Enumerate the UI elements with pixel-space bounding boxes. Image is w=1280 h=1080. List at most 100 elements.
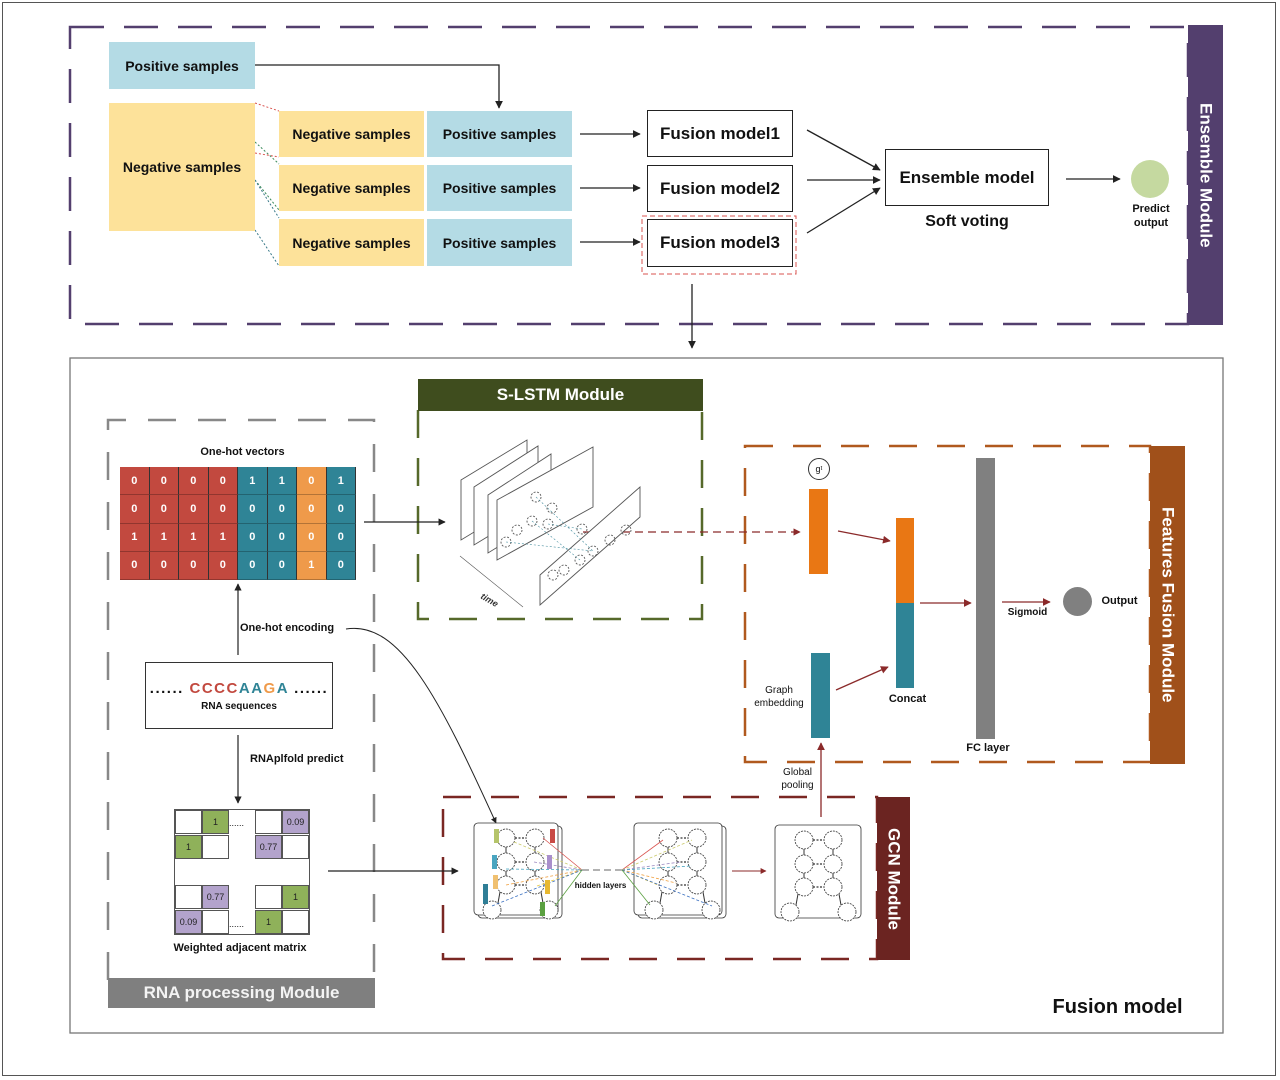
adjacency-cell: 1 (282, 885, 309, 909)
one-hot-cell: 1 (120, 523, 150, 552)
gcn-circle (794, 830, 814, 850)
adjacency-cell (202, 910, 229, 934)
ensemble-model-box: Ensemble model (885, 149, 1049, 206)
gcn-circle (780, 902, 800, 922)
one-hot-cell: 0 (326, 495, 356, 524)
row1-negative-samples: Negative samples (279, 111, 424, 157)
gcn-circle (687, 828, 707, 848)
rna-sequence: ...... CCCCAAGA ...... (146, 680, 332, 697)
gcn-circle (794, 854, 814, 874)
fusion-model-title: Fusion model (1052, 996, 1183, 1018)
fusion-model1-box: Fusion model1 (647, 110, 793, 157)
sequence-base: C (214, 680, 227, 697)
adjacency-cell (175, 810, 202, 834)
concat-label: Concat (888, 693, 927, 705)
concat-bar-graph (896, 603, 914, 688)
row2-negative-samples: Negative samples (279, 165, 424, 211)
sigmoid-label: Sigmoid (1007, 607, 1048, 618)
one-hot-cell: 0 (120, 495, 150, 524)
matrix-ellipsis: ...... (229, 818, 245, 828)
output-label: Output (1101, 595, 1138, 607)
adjacency-cell (175, 885, 202, 909)
gcn-circle (701, 900, 721, 920)
positive-samples-source: Positive samples (109, 42, 255, 89)
one-hot-cell: 1 (238, 467, 268, 496)
soft-voting-label: Soft voting (925, 213, 1009, 230)
gcn-circle (496, 852, 516, 872)
one-hot-cell: 0 (120, 467, 150, 496)
one-hot-cell: 0 (297, 467, 327, 496)
one-hot-cell: 0 (208, 551, 238, 580)
one-hot-cell: 0 (326, 551, 356, 580)
ensemble-module-tab: Ensemble Module (1188, 25, 1223, 325)
gt-state-node: gᵗ (808, 458, 830, 480)
gcn-circle (687, 852, 707, 872)
gcn-line (659, 891, 663, 904)
one-hot-cell: 1 (326, 467, 356, 496)
gcn-circle (644, 900, 664, 920)
gcn-circle (823, 854, 843, 874)
weighted-adjacent-matrix-title: Weighted adjacent matrix (173, 942, 307, 954)
adjacency-cell: 0.09 (175, 910, 202, 934)
positive-connector (255, 64, 503, 109)
one-hot-cell: 0 (120, 551, 150, 580)
gcn-nodes (482, 828, 857, 922)
sequence-base: A (276, 680, 289, 697)
gcn-circle (658, 852, 678, 872)
slstm-frame (416, 410, 704, 621)
sequence-base: C (189, 680, 202, 697)
rna-processing-module-tab: RNA processing Module (108, 978, 375, 1008)
adjacency-cell (255, 810, 282, 834)
adjacency-cell (282, 835, 309, 859)
predict-output-node (1131, 160, 1169, 198)
one-hot-cell: 0 (267, 523, 297, 552)
fc-layer-label: FC layer (966, 742, 1010, 754)
gcn-line (702, 891, 706, 904)
gcn-hidden-fanout (491, 837, 713, 907)
rna-sequence-box: ...... CCCCAAGA ...... RNA sequences (145, 662, 333, 729)
one-hot-cell: 0 (179, 495, 209, 524)
predict-output-label: Predict output (1132, 203, 1170, 229)
gcn-feature-chips (483, 829, 555, 916)
negative-samples-pool: Negative samples (109, 103, 255, 231)
adjacency-cell (255, 885, 282, 909)
fusion-model-frame (69, 357, 1224, 1034)
adjacency-cell: 0.09 (282, 810, 309, 834)
one-hot-cell: 0 (208, 467, 238, 496)
sequence-base: C (226, 680, 239, 697)
concat-bar-lstm (896, 518, 914, 603)
one-hot-cell: 0 (238, 523, 268, 552)
one-hot-cell: 0 (326, 523, 356, 552)
one-hot-cell: 0 (208, 495, 238, 524)
one-hot-cell: 1 (179, 523, 209, 552)
one-hot-cell: 1 (149, 523, 179, 552)
one-hot-cell: 0 (267, 551, 297, 580)
gcn-circle (658, 828, 678, 848)
split-zoom-lines (254, 102, 280, 267)
adjacency-cell: 1 (175, 835, 202, 859)
row3-positive-samples: Positive samples (427, 219, 572, 266)
fusion-model3-highlight (641, 215, 797, 275)
adjacency-cell: 1 (255, 910, 282, 934)
gcn-circle (482, 900, 502, 920)
gcn-line (795, 893, 799, 906)
slstm-diagram (459, 439, 641, 608)
gcn-circle (794, 877, 814, 897)
one-hot-cell: 1 (208, 523, 238, 552)
one-hot-cell: 0 (179, 467, 209, 496)
gcn-line (497, 891, 501, 904)
one-hot-cell: 0 (297, 523, 327, 552)
graph-embedding-label: Graph embedding (754, 685, 804, 709)
sequence-base: G (263, 680, 277, 697)
adjacency-cell (202, 835, 229, 859)
fusion-model2-box: Fusion model2 (647, 165, 793, 212)
one-hot-cell: 1 (267, 467, 297, 496)
gcn-circle (823, 877, 843, 897)
gcn-module-tab: GCN Module (877, 797, 910, 960)
sequence-ellipsis: ...... (149, 680, 190, 697)
one-hot-cell: 0 (238, 551, 268, 580)
one-hot-encoding-label: One-hot encoding (240, 622, 335, 634)
